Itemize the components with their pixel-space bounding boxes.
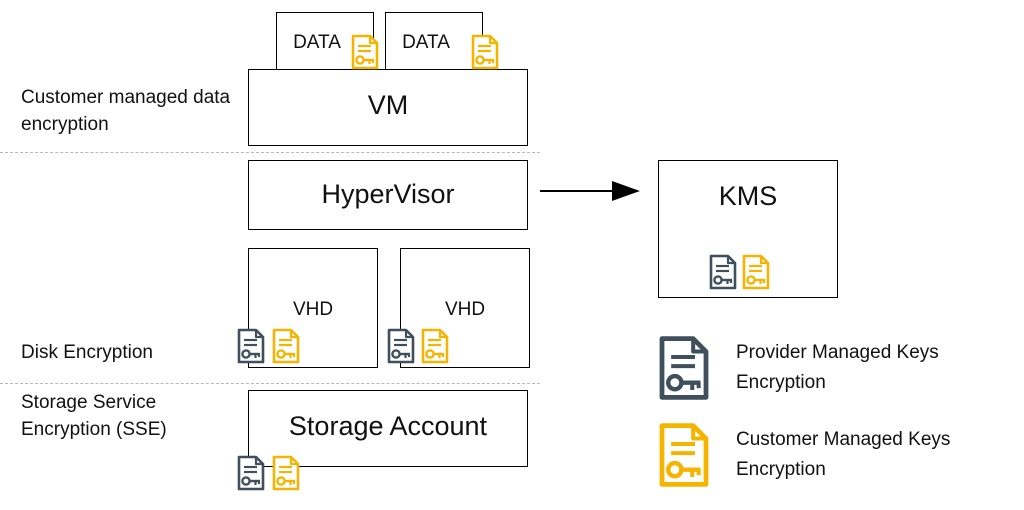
customer-key-icon xyxy=(742,254,770,290)
vhd-1-label: VHD xyxy=(292,299,334,320)
customer-key-icon xyxy=(272,328,300,364)
vhd-2-label: VHD xyxy=(444,299,486,320)
customer-key-icon xyxy=(471,34,499,70)
legend-customer-label: Customer Managed Keys Encryption xyxy=(736,429,951,480)
storage-service-encryption-label: Storage Service Encryption (SSE) xyxy=(21,392,167,440)
hypervisor-label: HyperVisor xyxy=(321,179,455,209)
provider-key-icon xyxy=(237,455,265,491)
vhd-box-1: VHD xyxy=(248,248,378,368)
vhd-box-2: VHD xyxy=(400,248,530,368)
legend-provider-label: Provider Managed Keys Encryption xyxy=(736,342,939,393)
data-box-2-label: DATA xyxy=(402,32,450,53)
provider-key-icon xyxy=(237,328,265,364)
provider-key-icon xyxy=(387,328,415,364)
customer-key-icon xyxy=(421,328,449,364)
customer-key-icon xyxy=(351,34,379,70)
provider-key-icon xyxy=(709,254,737,290)
customer-key-icon xyxy=(659,423,709,487)
customer-managed-encryption-label: Customer managed data encryption xyxy=(21,87,231,135)
disk-encryption-label: Disk Encryption xyxy=(21,342,153,363)
storage-account-label: Storage Account xyxy=(288,411,488,441)
data-box-2: DATA xyxy=(385,12,483,72)
section-divider-bottom xyxy=(0,383,540,384)
section-divider-top xyxy=(0,152,540,153)
hypervisor-box: HyperVisor xyxy=(248,160,528,230)
provider-key-icon xyxy=(659,336,709,400)
storage-account-box: Storage Account xyxy=(248,390,528,467)
kms-label: KMS xyxy=(718,181,778,211)
customer-key-icon xyxy=(272,455,300,491)
vm-label: VM xyxy=(367,90,409,120)
arrow-head xyxy=(612,181,640,201)
data-box-1-label: DATA xyxy=(293,32,341,53)
vm-box: VM xyxy=(248,69,528,146)
